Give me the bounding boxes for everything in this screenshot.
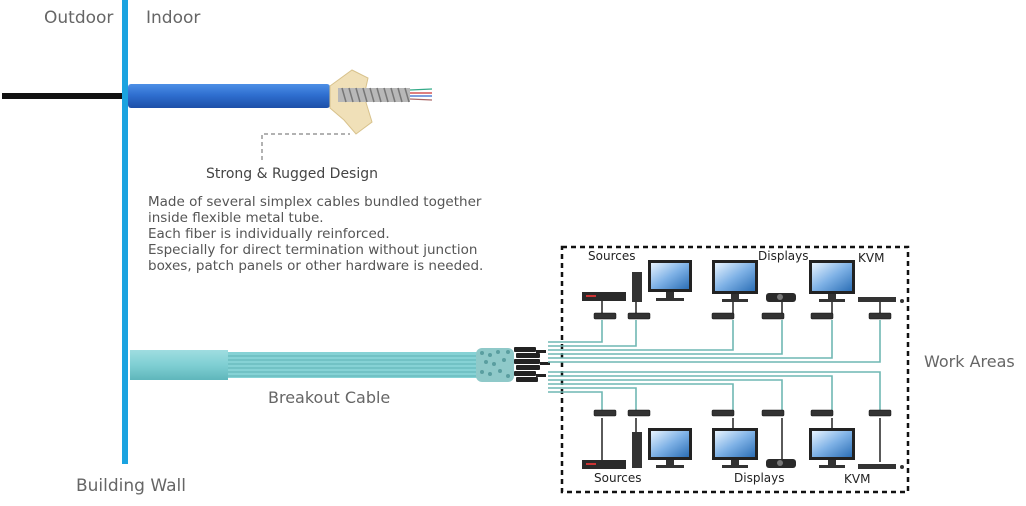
- description-line: Each fiber is individually reinforced.: [148, 226, 390, 242]
- description-text: Made of several simplex cables bundled t…: [148, 194, 483, 274]
- extender-units: [593, 312, 892, 417]
- bottom-sources-label: Sources: [594, 471, 642, 485]
- breakout-cable-label: Breakout Cable: [268, 388, 391, 407]
- bottom-displays-label: Displays: [734, 471, 785, 485]
- description-line: inside flexible metal tube.: [148, 210, 324, 226]
- bottom-projector: [766, 459, 796, 468]
- description-line: Especially for direct termination withou…: [148, 242, 478, 258]
- work-areas-label: Work Areas: [924, 352, 1015, 371]
- bottom-monitor-1: [648, 428, 692, 468]
- work-area-box: [560, 245, 910, 494]
- bottom-kvm-label: KVM: [844, 472, 871, 486]
- description-line: boxes, patch panels or other hardware is…: [148, 258, 484, 274]
- top-source-dvd: [582, 292, 626, 301]
- top-sources-label: Sources: [588, 249, 636, 263]
- fiber-strands: [409, 88, 433, 101]
- building-wall: [122, 0, 128, 464]
- bottom-source-dvd: [582, 460, 626, 469]
- indoor-label: Indoor: [146, 8, 201, 28]
- fiber-links: [548, 320, 881, 412]
- outdoor-cable: [2, 93, 132, 99]
- rugged-design-title: Strong & Rugged Design: [206, 166, 378, 182]
- top-kvm-label: KVM: [858, 251, 885, 265]
- top-monitor-1: [648, 260, 692, 301]
- bottom-monitor-2: [712, 428, 758, 468]
- armored-cable-jacket: [128, 84, 330, 108]
- callout-line: [261, 133, 350, 160]
- bottom-source-pc: [632, 432, 642, 468]
- outdoor-label: Outdoor: [44, 8, 114, 28]
- top-projector: [766, 293, 796, 302]
- top-monitor-3: [809, 260, 855, 302]
- fanout-boots: [476, 348, 514, 382]
- bottom-monitor-3: [809, 428, 855, 468]
- connectors: [514, 347, 550, 382]
- description-line: Made of several simplex cables bundled t…: [148, 194, 482, 210]
- breakout-jacket: [130, 350, 228, 380]
- top-displays-label: Displays: [758, 249, 809, 263]
- metal-tube: [338, 87, 410, 103]
- top-monitor-2: [712, 260, 758, 302]
- building-wall-label: Building Wall: [76, 476, 186, 496]
- top-source-pc: [632, 272, 642, 302]
- bottom-kvm-keyboard: [858, 464, 904, 469]
- top-kvm-keyboard: [858, 297, 904, 303]
